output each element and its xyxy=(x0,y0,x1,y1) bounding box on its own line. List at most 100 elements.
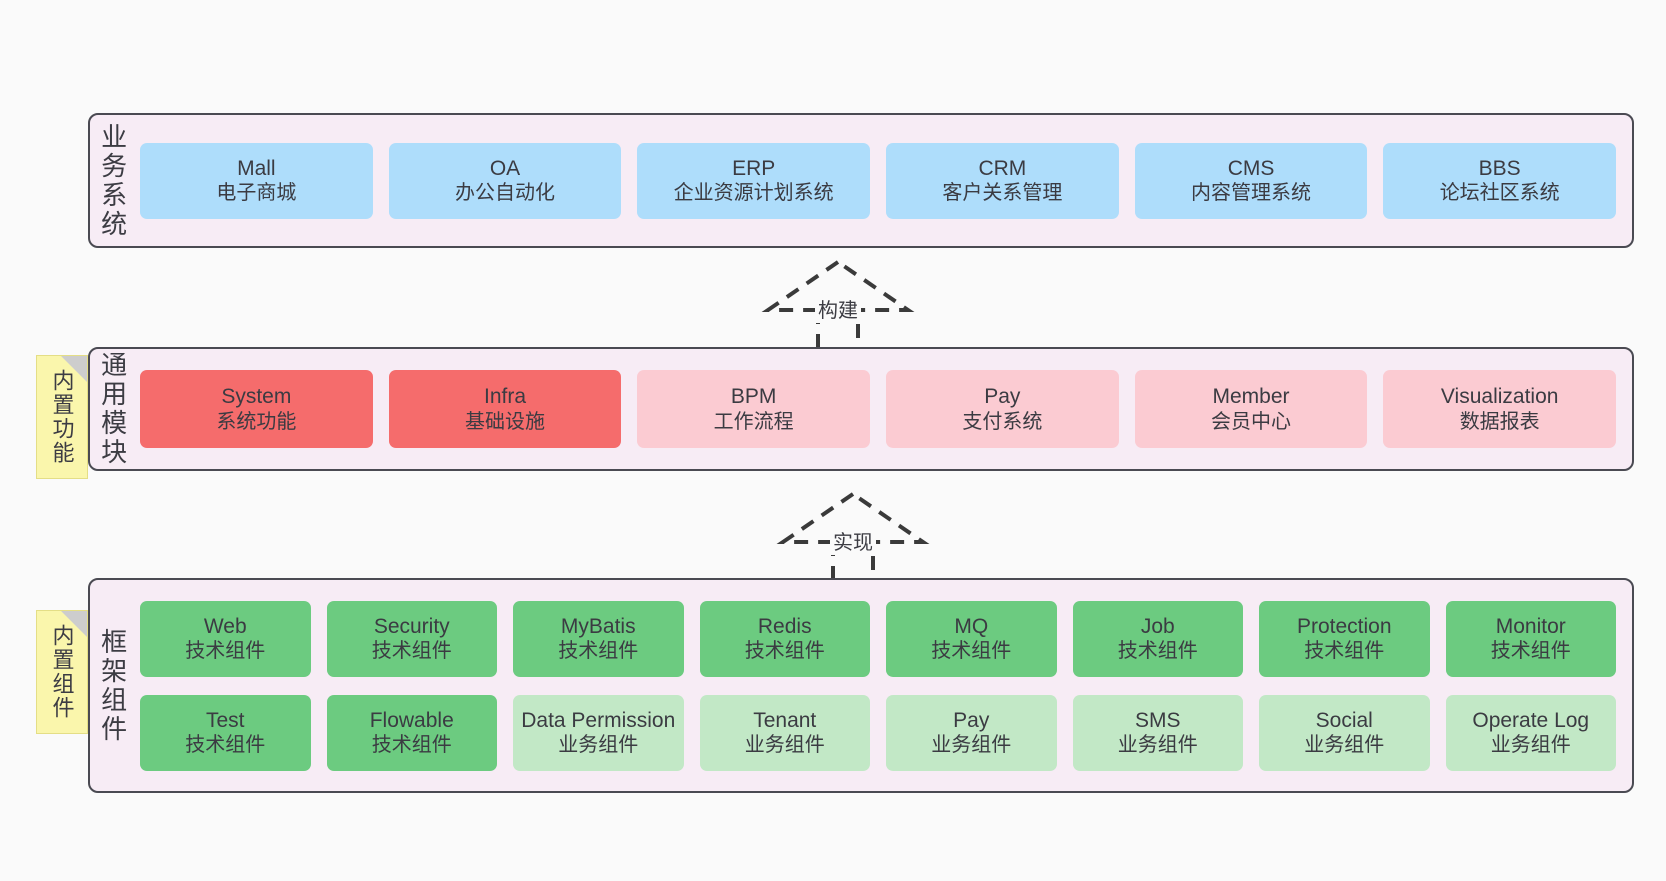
card-title: BBS xyxy=(1478,156,1521,180)
card-subtitle: 电子商城 xyxy=(216,182,297,205)
card-subtitle: 数据报表 xyxy=(1459,410,1540,433)
card-title: MQ xyxy=(954,614,989,638)
layer-common-title: 通用模块 xyxy=(97,351,128,467)
card-subtitle: 技术组件 xyxy=(185,640,266,663)
card-subtitle: 技术组件 xyxy=(1490,640,1571,663)
card-title: Pay xyxy=(953,708,990,732)
card-subtitle: 业务组件 xyxy=(744,734,825,757)
card-title: OA xyxy=(489,156,521,180)
note-builtin-function-label: 内置功能 xyxy=(49,369,75,465)
card-title: Tenant xyxy=(753,708,817,732)
note-fold-corner-icon xyxy=(61,356,87,382)
card-title: Web xyxy=(203,614,247,638)
card-subtitle: 业务组件 xyxy=(1304,734,1385,757)
card-title: System xyxy=(221,385,292,408)
card-title: Protection xyxy=(1296,614,1392,638)
card-subtitle: 系统功能 xyxy=(216,410,297,433)
card-title: Job xyxy=(1140,614,1175,638)
card-subtitle: 技术组件 xyxy=(1117,640,1198,663)
card-subtitle: 办公自动化 xyxy=(455,182,555,205)
card-subtitle: 基础设施 xyxy=(465,410,545,433)
card-subtitle: 会员中心 xyxy=(1211,410,1292,433)
card-subtitle: 业务组件 xyxy=(931,734,1012,757)
layer-business-title: 业务系统 xyxy=(97,122,128,239)
note-builtin-component-label: 内置组件 xyxy=(49,624,75,720)
card-subtitle: 论坛社区系统 xyxy=(1439,182,1560,205)
card-subtitle: 业务组件 xyxy=(1490,734,1571,757)
card-title: Visualization xyxy=(1440,385,1559,408)
note-builtin-function: 内置功能 xyxy=(36,355,88,479)
card-subtitle: 技术组件 xyxy=(1304,640,1385,663)
card-title: Data Permission xyxy=(521,708,676,732)
card-subtitle: 工作流程 xyxy=(713,410,794,433)
card-title: Mall xyxy=(237,156,276,180)
connector-implement-label: 实现 xyxy=(830,526,876,555)
connector-implement: 实现 xyxy=(763,488,943,588)
card-subtitle: 技术组件 xyxy=(558,640,639,663)
card-subtitle: 客户关系管理 xyxy=(942,182,1063,205)
connector-build: 构建 xyxy=(748,256,928,356)
layer-framework-title: 框架组件 xyxy=(97,627,128,744)
card-title: SMS xyxy=(1134,708,1181,732)
card-title: Monitor xyxy=(1495,614,1566,638)
connector-build-label: 构建 xyxy=(815,294,861,323)
card-title: Operate Log xyxy=(1472,708,1590,732)
card-subtitle: 技术组件 xyxy=(931,640,1012,663)
card-subtitle: 业务组件 xyxy=(558,734,639,757)
card-title: Security xyxy=(373,614,450,638)
card-title: MyBatis xyxy=(560,614,636,638)
card-title: CMS xyxy=(1227,156,1275,180)
card-subtitle: 技术组件 xyxy=(371,734,452,757)
card-subtitle: 技术组件 xyxy=(371,640,452,663)
card-title: Member xyxy=(1212,385,1290,408)
card-title: Flowable xyxy=(369,708,454,732)
card-subtitle: 支付系统 xyxy=(962,410,1043,433)
card-subtitle: 内容管理系统 xyxy=(1191,182,1312,205)
card-subtitle: 技术组件 xyxy=(744,640,825,663)
note-fold-corner-icon xyxy=(61,611,87,637)
card-title: Test xyxy=(205,708,245,732)
card-title: Pay xyxy=(984,385,1021,408)
card-title: Social xyxy=(1315,708,1373,732)
card-subtitle: 业务组件 xyxy=(1117,734,1198,757)
card-title: BPM xyxy=(730,385,777,408)
card-title: ERP xyxy=(732,156,776,180)
